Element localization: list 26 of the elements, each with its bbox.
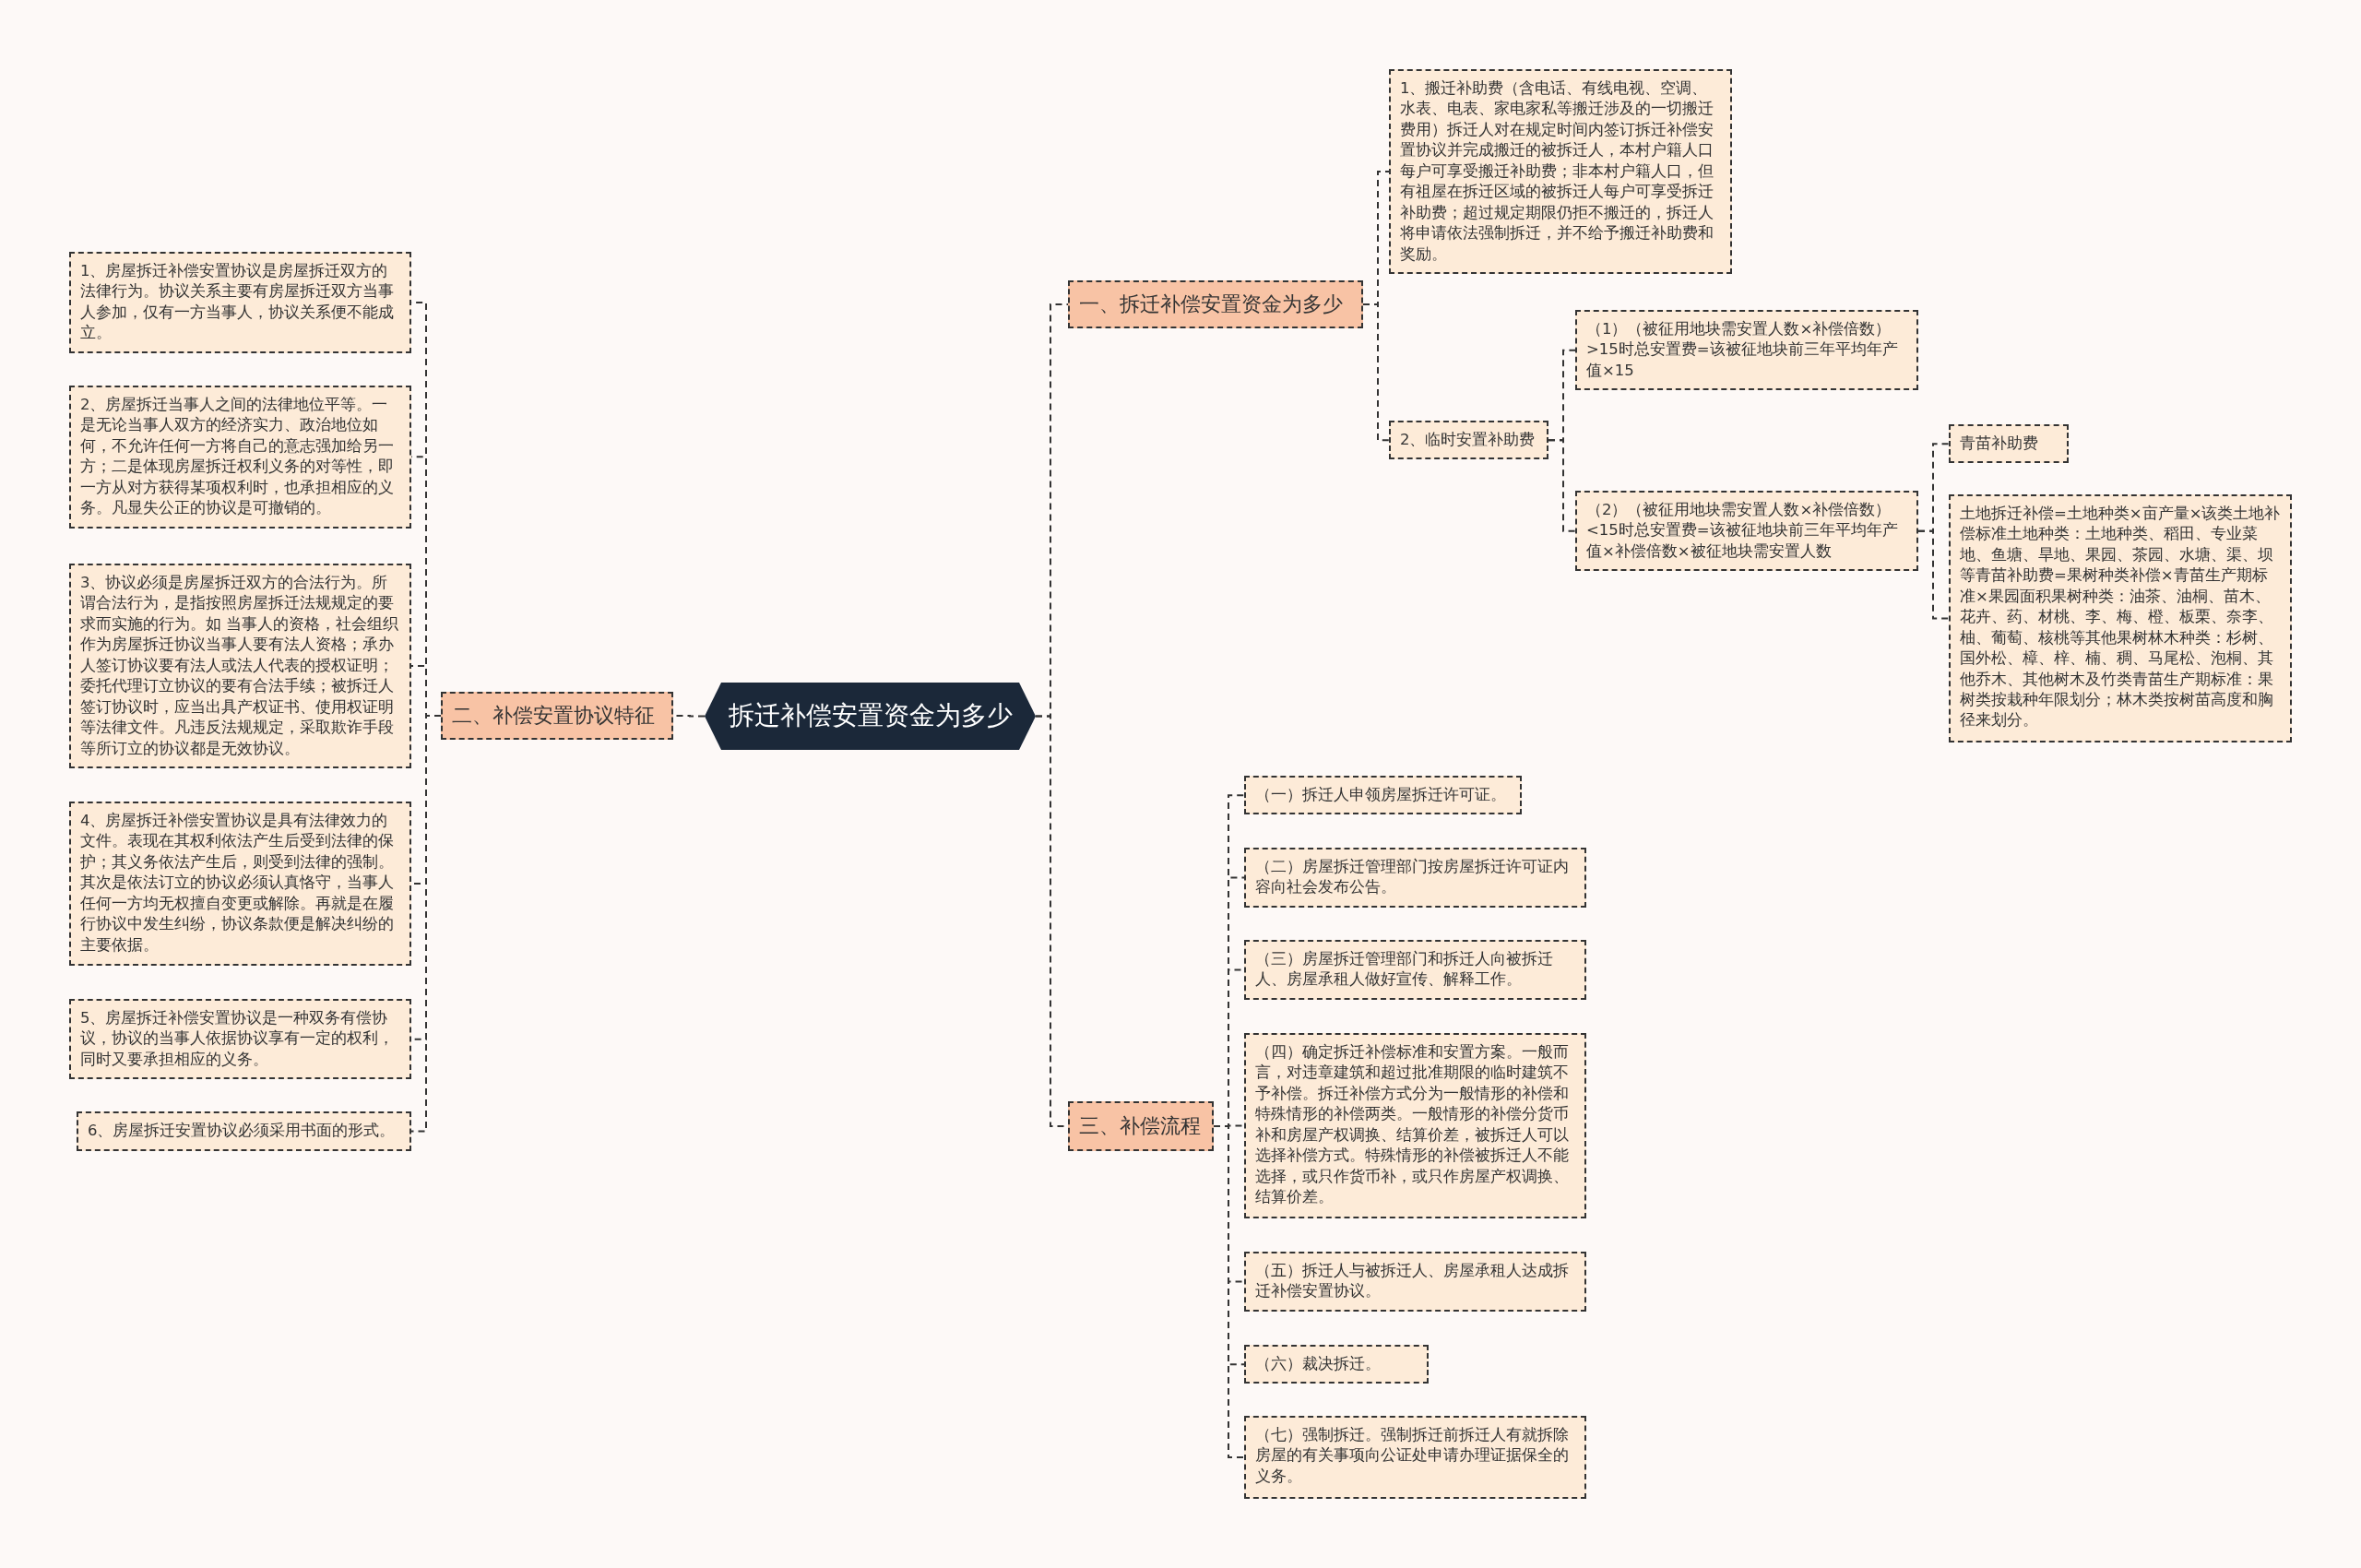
text-box: 青苗补助费 <box>1949 424 2069 464</box>
text-box: 2、房屋拆迁当事人之间的法律地位平等。一是无论当事人双方的经济实力、政治地位如何，不允许任何一方将自己的意志强加给另一方；二是体现房屋拆迁权利义务的对等性，即一方从对方获得某项权利时，也承担相应的义务。凡显失公正的协议是可撤销的。 <box>69 386 411 529</box>
text-box: 3、协议必须是房屋拆迁双方的合法行为。所谓合法行为，是指按照房屋拆迁法规规定的要求而实施的行为。如 当事人的资格，社会组织作为房屋拆迁协议当事人要有法人资格；承办人签订协议要有法人或法人代表的授权证明；委托代理订立协议的要有合法手续；被拆迁人签订协议时，应当出具产权证书、使用权证明等法律文件。凡违反法规规定，采取欺诈手段等所订立的协议都是无效协议。 <box>69 564 411 768</box>
connector-line <box>1917 529 1950 620</box>
text-box: 2、临时安置补助费 <box>1389 421 1548 460</box>
text-box: （一）拆迁人申领房屋拆迁许可证。 <box>1244 776 1522 815</box>
connector-line <box>1362 303 1390 442</box>
branch-topic-box: 二、补偿安置协议特征 <box>441 692 673 740</box>
text-box: 6、房屋拆迁安置协议必须采用书面的形式。 <box>77 1111 411 1151</box>
text-box: 1、房屋拆迁补偿安置协议是房屋拆迁双方的法律行为。协议关系主要有房屋拆迁双方当事人参加，仅有一方当事人，协议关系便不能成立。 <box>69 252 411 353</box>
text-box: （二）房屋拆迁管理部门按房屋拆迁许可证内容向社会发布公告。 <box>1244 848 1586 908</box>
text-box: （1）（被征用地块需安置人数×补偿倍数）>15时总安置费=该被征地块前三年平均年产值×15 <box>1575 310 1918 391</box>
branch-topic-box: 三、补偿流程 <box>1068 1101 1214 1151</box>
text-box: （2）（被征用地块需安置人数×补偿倍数）<15时总安置费=该被征地块前三年平均年产值×补偿倍数×被征地块需安置人数 <box>1575 491 1918 572</box>
text-box: 1、搬迁补助费（含电话、有线电视、空调、水表、电表、家电家私等搬迁涉及的一切搬迁费用）拆迁人对在规定时间内签订拆迁补偿安置协议并完成搬迁的被拆迁人，本村户籍人口每户可享受搬迁补助费；非本村户籍人口，但有祖屋在拆迁区域的被拆迁人每户可享受拆迁补助费；超过规定期限仍拒不搬迁的，拆迁人将申请依法强制拆迁，并不给予搬迁补助费和奖励。 <box>1389 69 1732 274</box>
text-box: （五）拆迁人与被拆迁人、房屋承租人达成拆迁补偿安置协议。 <box>1244 1252 1586 1312</box>
text-box: 5、房屋拆迁补偿安置协议是一种双务有偿协议，协议的当事人依据协议享有一定的权利，同时又要承担相应的义务。 <box>69 999 411 1080</box>
text-box: 4、房屋拆迁补偿安置协议是具有法律效力的文件。表现在其权利依法产生后受到法律的保护；其义务依法产生后，则受到法律的强制。其次是依法订立的协议必须认真恪守，当事人任何一方均无权擅自变更或解除。再就是在履行协议中发生纠纷，协议条款便是解决纠纷的主要依据。 <box>69 802 411 966</box>
text-box: （三）房屋拆迁管理部门和拆迁人向被拆迁人、房屋承租人做好宣传、解释工作。 <box>1244 940 1586 1000</box>
branch-topic-box: 一、拆迁补偿安置资金为多少 <box>1068 280 1363 328</box>
text-box: （七）强制拆迁。强制拆迁前拆迁人有就拆除房屋的有关事项向公证处申请办理证据保全的义务。 <box>1244 1416 1586 1499</box>
text-box: 土地拆迁补偿=土地种类×亩产量×该类土地补偿标准土地种类：土地种类、稻田、专业菜地、鱼塘、旱地、果园、茶园、水塘、渠、坝等青苗补助费=果树种类补偿×青苗生产期标准×果园面积果树种类：油茶、油桐、苗木、花卉、药、材桃、李、梅、橙、板栗、奈李、柚、葡萄、核桃等其他果树林木种类：杉树、国外松、樟、梓、楠、稠、马尾松、泡桐、其他乔木、其他树木及竹类青苗生产期标准：果树类按栽种年限划分；林木类按树苗高度和胸径来划分。 <box>1949 494 2292 742</box>
text-box: （四）确定拆迁补偿标准和安置方案。一般而言，对违章建筑和超过批准期限的临时建筑不予补偿。拆迁补偿方式分为一般情形的补偿和特殊情形的补偿两类。一般情形的补偿分货币补和房屋产权调换、结算价差，被拆迁人可以选择补偿方式。特殊情形的补偿被拆迁人不能选择，或只作货币补，或只作房屋产权调换、结算价差。 <box>1244 1033 1586 1218</box>
text-box: （六）裁决拆迁。 <box>1244 1345 1429 1384</box>
central-topic-hexagon: 拆迁补偿安置资金为多少 <box>705 683 1036 750</box>
connector-line <box>1548 439 1576 532</box>
